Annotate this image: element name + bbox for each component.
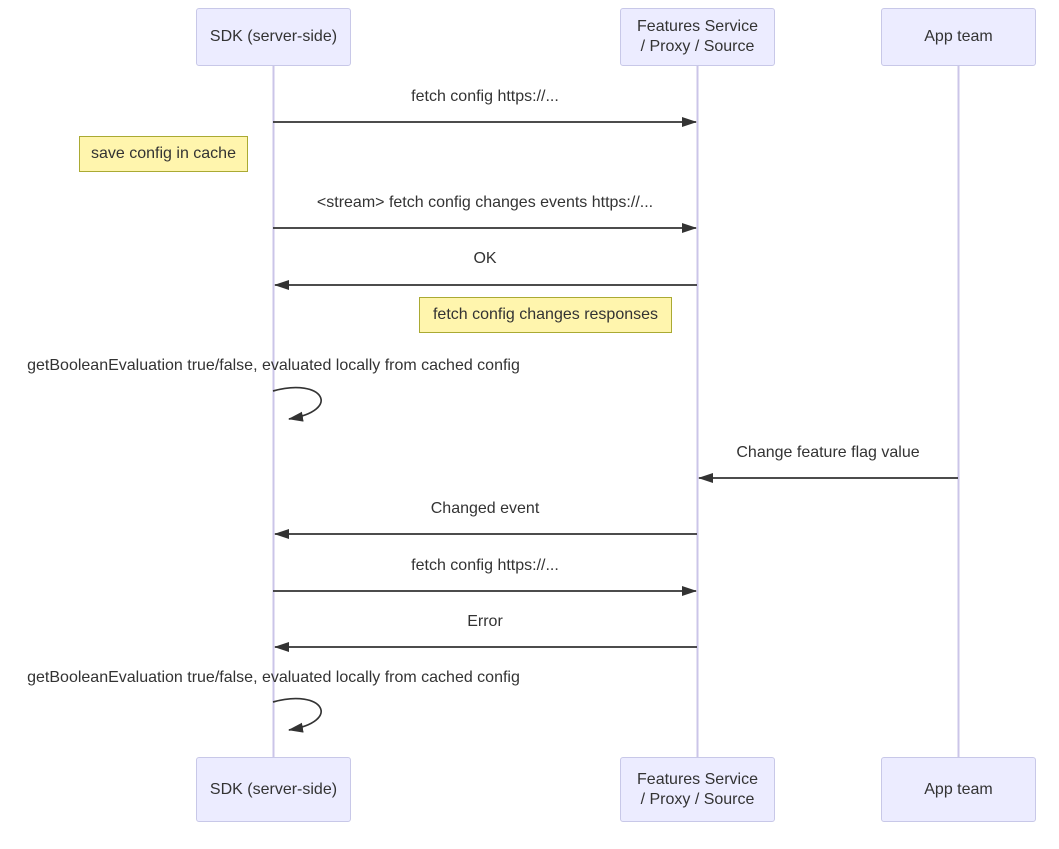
note-save-config-in-cache: save config in cache: [79, 136, 248, 172]
actor-features-service-top: Features Service / Proxy / Source: [620, 8, 775, 66]
message-label-change-flag: Change feature flag value: [736, 444, 920, 461]
actor-sdk-bottom: SDK (server-side): [196, 757, 351, 822]
message-label-fetch-config-2: fetch config https://...: [411, 557, 559, 574]
message-label-ok: OK: [473, 250, 497, 267]
note-fetch-config-changes-responses: fetch config changes responses: [419, 297, 672, 333]
actor-app-team-top: App team: [881, 8, 1036, 66]
actor-sdk-top: SDK (server-side): [196, 8, 351, 66]
message-label-error: Error: [467, 613, 503, 630]
self-loop-arrow-1: [272, 386, 322, 422]
message-label-changed-event: Changed event: [430, 500, 540, 517]
message-label-get-boolean-evaluation-2: getBooleanEvaluation true/false, evaluat…: [27, 669, 520, 686]
self-loop-arrow-2: [272, 697, 322, 733]
message-label-get-boolean-evaluation-1: getBooleanEvaluation true/false, evaluat…: [27, 357, 520, 374]
actor-app-team-bottom: App team: [881, 757, 1036, 822]
message-label-fetch-config-1: fetch config https://...: [411, 88, 559, 105]
message-label-stream-fetch: <stream> fetch config changes events htt…: [316, 194, 654, 211]
actor-features-service-bottom: Features Service / Proxy / Source: [620, 757, 775, 822]
